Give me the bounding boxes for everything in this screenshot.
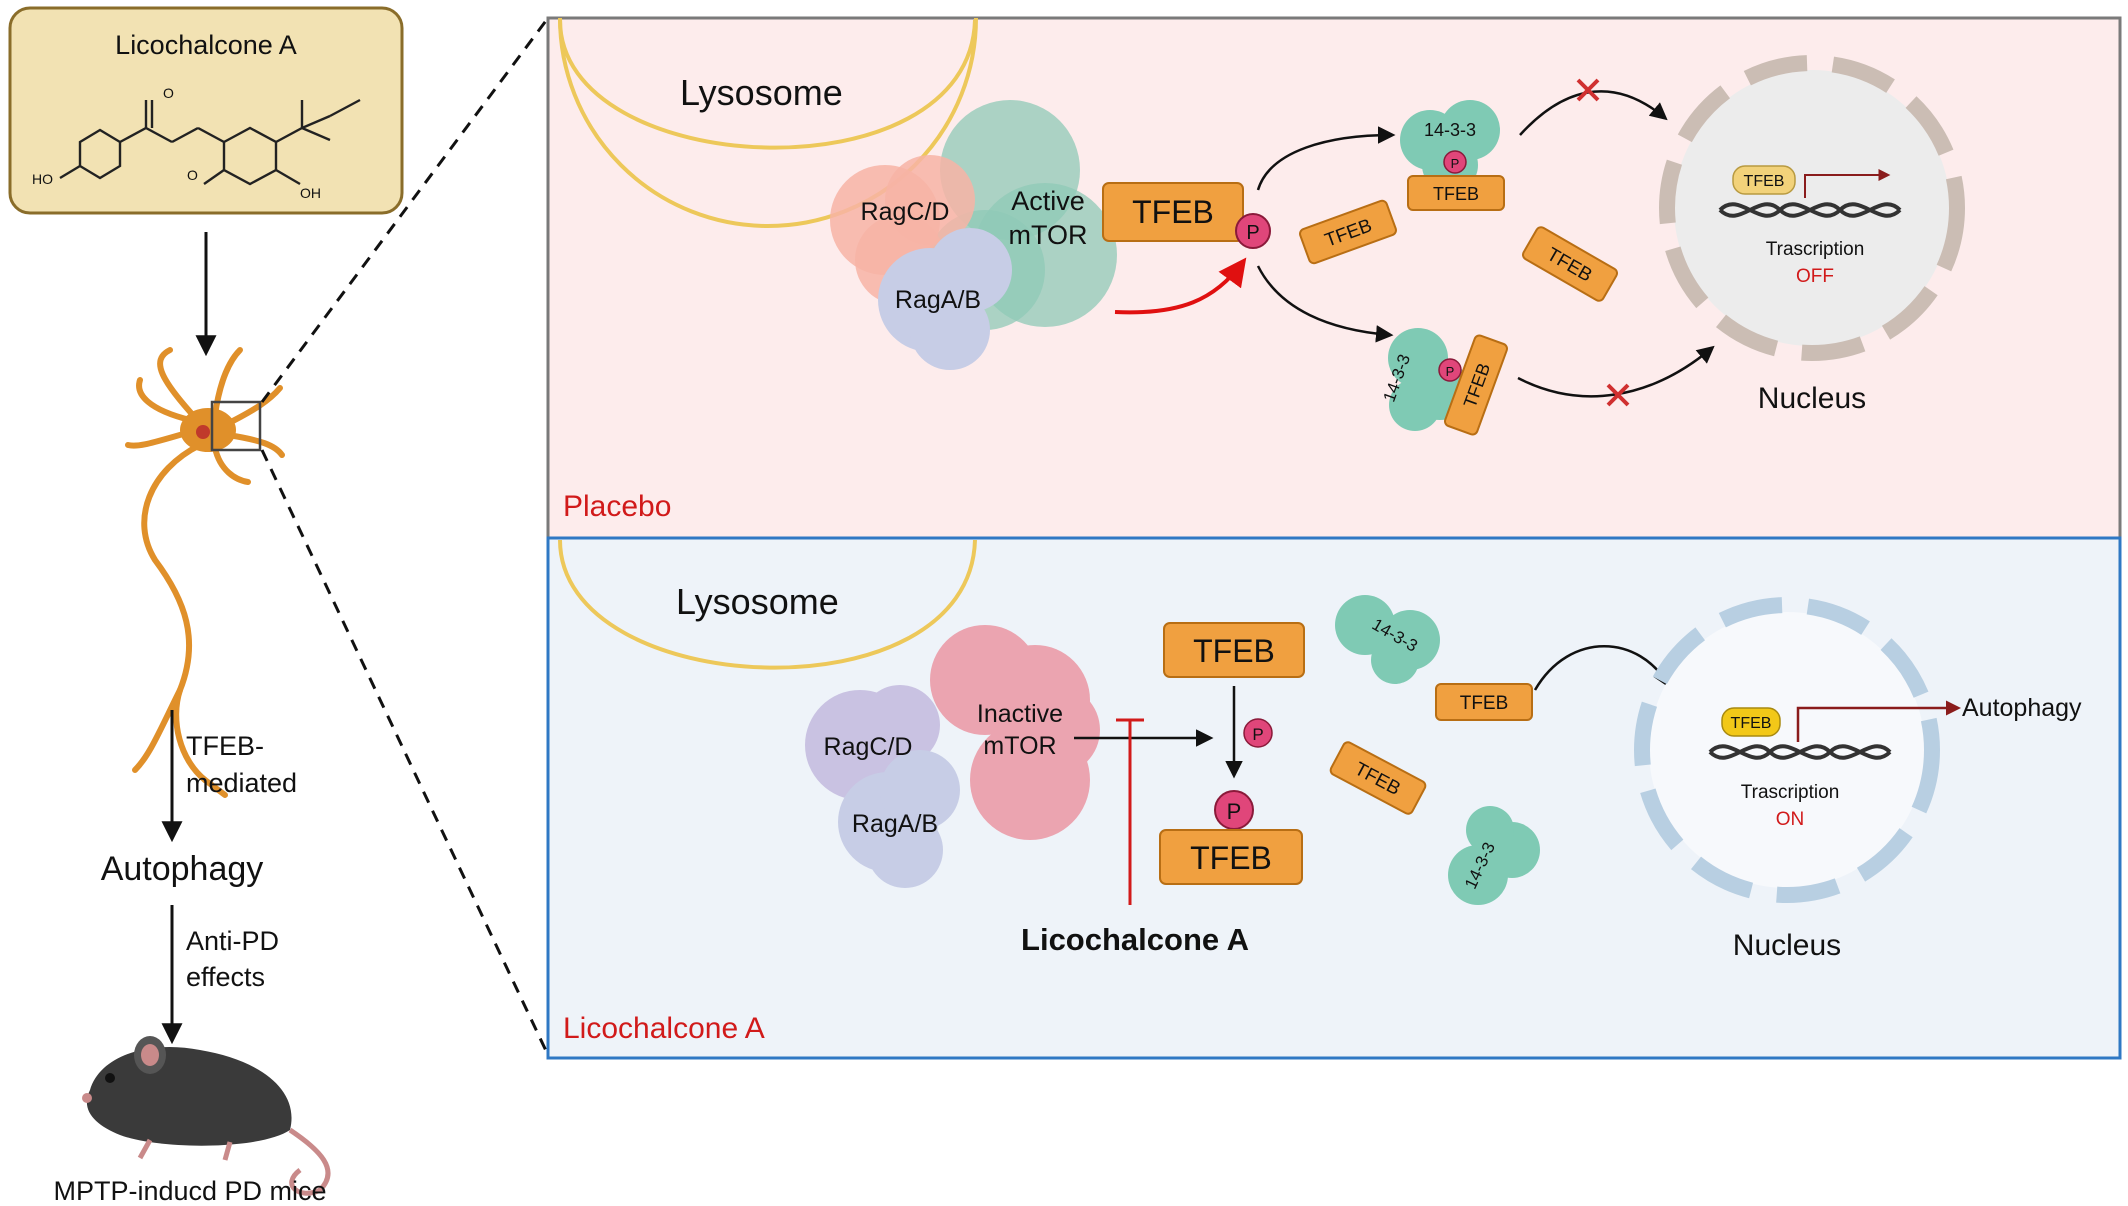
inhibitor-label: Licochalcone A (1021, 922, 1249, 957)
arrow-to-upper-complex (1256, 126, 1396, 191)
step1-line2: mediated (186, 768, 297, 798)
ragab-blob-2 (838, 750, 960, 888)
compound-title: Licochalcone A (115, 30, 297, 60)
free-tfeb-3: TFEB (1435, 683, 1533, 721)
tfeb-label-main: TFEB (1132, 194, 1214, 230)
tfeb-label-top: TFEB (1193, 633, 1275, 669)
nucleus-autophagy-label: Autophagy (1962, 694, 2082, 722)
compound-box: Licochalcone A O HO O OH (8, 6, 404, 215)
transcription-state-off: OFF (1796, 266, 1834, 287)
block-x-lower (1606, 383, 1630, 407)
mouse-illustration (82, 1036, 331, 1196)
phospho-label: P (1246, 222, 1259, 244)
arrow-to-nucleus-2 (1533, 645, 1670, 691)
phospho-on-tfeb-label: P (1227, 799, 1242, 824)
blocked-arrow-upper (1519, 90, 1668, 136)
nucleus-label-2: Nucleus (1733, 929, 1841, 962)
phospho-circle: P (1235, 213, 1271, 249)
chemical-structure (59, 98, 361, 186)
lysosome-label-2: Lysosome (676, 581, 839, 622)
step2-line2: effects (186, 962, 265, 992)
mtor-label-line1: Active (1011, 186, 1085, 216)
free-1433-upper: 14-3-3 (1335, 595, 1440, 684)
licochalcone-panel: Lysosome RagC/D RagA/B Inactive mTOR Lic… (546, 536, 2122, 1060)
nucleus-placebo: TFEB Trascription OFF (1659, 55, 1965, 361)
upper-1433-complex: 14-3-3 P TFEB (1400, 100, 1505, 211)
free-tfeb-3-label: TFEB (1460, 693, 1509, 714)
transcription-label-2: Trascription (1741, 782, 1840, 803)
free-phospho: P (1243, 718, 1273, 748)
nucleus-tfeb-label-2: TFEB (1731, 715, 1772, 732)
lower-phospho-label: P (1446, 364, 1455, 379)
methoxy-oxygen: O (187, 167, 198, 183)
inactive-mtor-blob (930, 625, 1100, 840)
nucleus-tfeb-label: TFEB (1744, 173, 1785, 190)
phospho-on-tfeb: P (1214, 790, 1254, 830)
upper-phospho-label: P (1451, 156, 1460, 171)
nucleus-label: Nucleus (1758, 382, 1866, 415)
hydroxy-right: OH (300, 185, 321, 201)
lysosome-membrane (558, 19, 977, 150)
block-x-upper (1576, 78, 1600, 102)
placebo-panel: Lysosome RagC/D RagA/B Active mTOR TFEB (546, 16, 2122, 540)
free-tfeb-1: TFEB (1299, 199, 1397, 265)
ragab-label-2: RagA/B (852, 810, 938, 838)
tfeb-box-phosphorylated: TFEB (1159, 829, 1303, 885)
zoom-line-bottom (260, 449, 550, 1056)
free-tfeb-4: TFEB (1329, 741, 1427, 815)
mice-label: MPTP-inducd PD mice (53, 1176, 326, 1206)
mtor-label-2-line2: mTOR (983, 732, 1056, 760)
phosphorylation-arrow (1114, 257, 1247, 315)
mtor-label-line2: mTOR (1009, 220, 1088, 250)
lysosome-membrane-2 (558, 539, 977, 670)
ragcd-blob-2 (805, 685, 940, 800)
ragab-blob (878, 228, 1012, 370)
tfeb-box-main: TFEB (1102, 182, 1244, 242)
step1-line1: TFEB- (186, 731, 264, 761)
lysosome-label: Lysosome (680, 72, 843, 113)
upper-1433-label: 14-3-3 (1424, 120, 1476, 140)
free-phospho-label: P (1252, 725, 1263, 744)
ragcd-label-2: RagC/D (824, 733, 913, 761)
mtor-label-2-line1: Inactive (977, 700, 1063, 728)
zoom-line-top (260, 17, 550, 403)
transcription-label: Trascription (1766, 239, 1865, 260)
free-1433-lower: 14-3-3 (1448, 806, 1540, 905)
zoom-box (210, 400, 262, 452)
hydroxy-left: HO (32, 171, 53, 187)
autophagy-label: Autophagy (101, 850, 264, 888)
tfeb-label-bottom: TFEB (1190, 840, 1272, 876)
ragab-label: RagA/B (895, 286, 981, 314)
placebo-panel-label: Placebo (563, 490, 671, 523)
arrow-to-lower-complex (1256, 265, 1394, 343)
neuron-nucleus (196, 425, 210, 439)
upper-tfeb-label: TFEB (1433, 184, 1479, 204)
nucleus-licochalcone: TFEB Trascription ON (1634, 597, 1961, 903)
tfeb-box-unphosphorylated: TFEB (1163, 622, 1305, 678)
step2-line1: Anti-PD (186, 926, 279, 956)
ketone-oxygen: O (163, 85, 174, 101)
transcription-state-on: ON (1776, 809, 1805, 830)
ragcd-label: RagC/D (861, 198, 950, 226)
licochalcone-panel-label: Licochalcone A (563, 1012, 765, 1045)
